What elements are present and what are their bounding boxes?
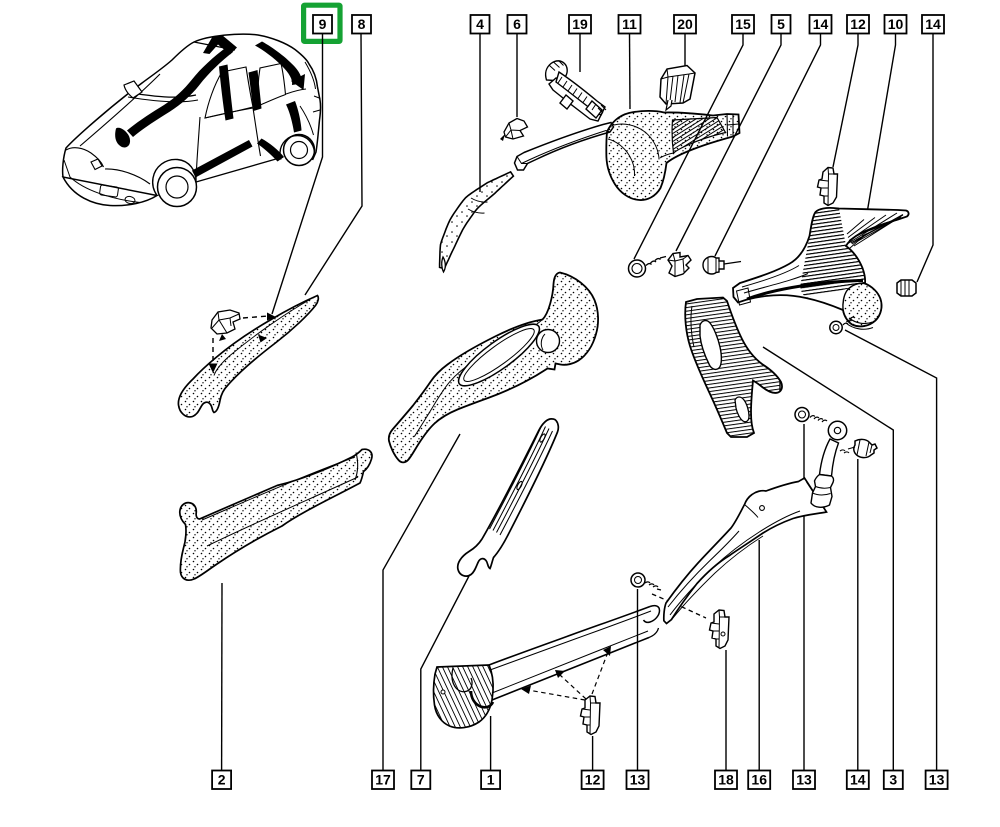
svg-text:12: 12 (850, 16, 866, 32)
svg-text:9: 9 (319, 16, 327, 32)
svg-text:18: 18 (718, 772, 734, 788)
svg-text:13: 13 (929, 772, 945, 788)
svg-text:13: 13 (630, 772, 646, 788)
svg-text:13: 13 (796, 772, 812, 788)
svg-text:14: 14 (925, 16, 941, 32)
svg-text:14: 14 (850, 772, 866, 788)
svg-text:12: 12 (585, 772, 601, 788)
svg-text:2: 2 (218, 772, 226, 788)
svg-text:17: 17 (375, 772, 391, 788)
svg-text:5: 5 (777, 16, 785, 32)
svg-text:19: 19 (572, 16, 588, 32)
svg-text:10: 10 (888, 16, 904, 32)
svg-text:8: 8 (358, 16, 366, 32)
svg-text:4: 4 (476, 16, 484, 32)
svg-text:6: 6 (513, 16, 521, 32)
svg-text:1: 1 (487, 772, 495, 788)
svg-text:3: 3 (889, 772, 897, 788)
svg-text:20: 20 (677, 16, 693, 32)
svg-text:7: 7 (417, 772, 425, 788)
svg-text:16: 16 (751, 772, 767, 788)
svg-text:11: 11 (622, 16, 637, 32)
svg-text:15: 15 (735, 16, 751, 32)
svg-text:14: 14 (813, 16, 829, 32)
